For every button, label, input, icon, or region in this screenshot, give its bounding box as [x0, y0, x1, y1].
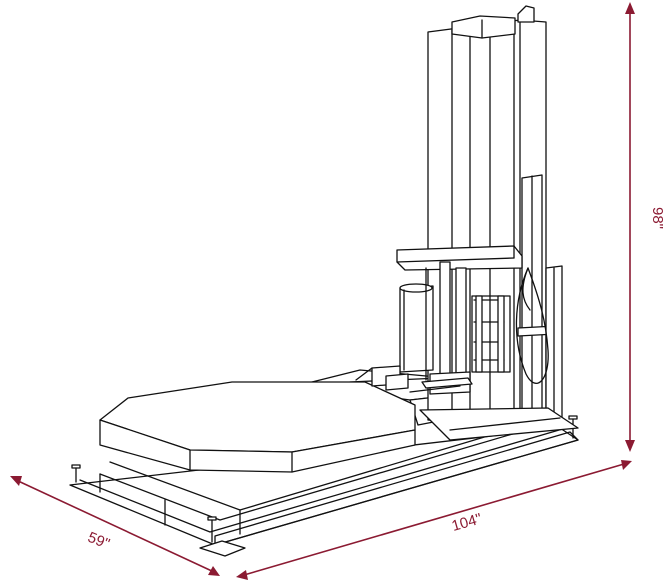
prestretch-rollers [471, 295, 511, 373]
height-dimension: 98" [625, 2, 666, 452]
height-label: 98" [649, 207, 666, 229]
control-bracket [515, 265, 563, 425]
carriage-uprights [425, 261, 467, 393]
machine-line-art [69, 5, 579, 557]
leveling-feet [71, 415, 578, 543]
mast-base [419, 407, 579, 441]
film-roll [399, 283, 434, 373]
base-frame [69, 417, 579, 557]
lower-blocks [355, 365, 473, 395]
carriage-bar [396, 245, 523, 271]
width-label: 59" [85, 529, 112, 553]
length-dimension: 104" [236, 460, 632, 580]
turntable [99, 381, 416, 473]
